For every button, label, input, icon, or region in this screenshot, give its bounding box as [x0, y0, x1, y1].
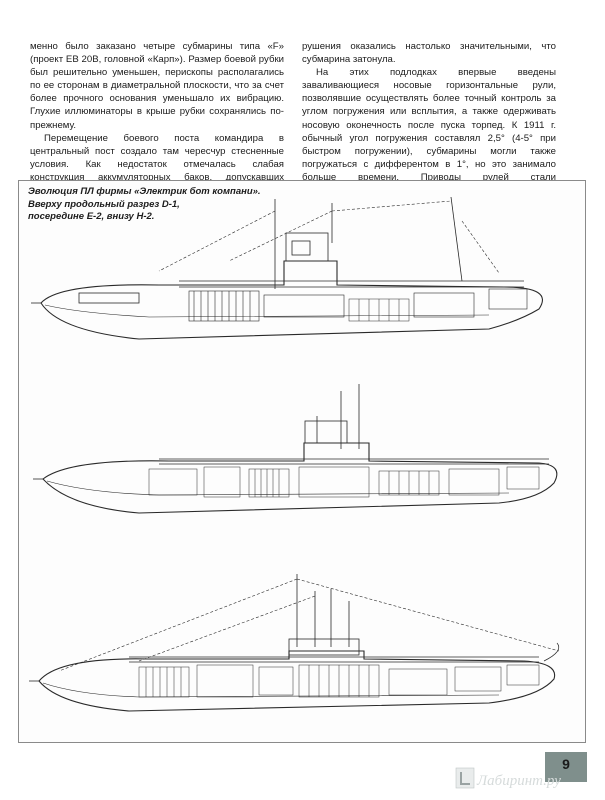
paragraph: менно было заказано четыре субмарины тип…	[30, 41, 284, 131]
battery-block	[348, 298, 410, 322]
figure-caption: Эволюция ПЛ фирмы «Электрик бот компани»…	[28, 186, 328, 224]
submarine-d1-section	[31, 196, 543, 340]
paragraph: рушения оказались настолько значительным…	[302, 41, 556, 66]
submarine-e2-section	[33, 384, 558, 514]
caption-line: Вверху продольный разрез D-1,	[28, 198, 180, 210]
submarine-figure: Эволюция ПЛ фирмы «Электрик бот компани»…	[18, 180, 586, 743]
caption-line: Эволюция ПЛ фирмы «Электрик бот компани»…	[28, 186, 261, 197]
page-number: 9	[562, 756, 570, 772]
labirint-l-logo	[455, 767, 475, 789]
page-number-box: 9	[545, 752, 587, 782]
labirint-watermark: Лабиринт.ру	[455, 767, 561, 789]
watermark-text: Лабиринт.ру	[476, 773, 561, 789]
submarine-h2-section	[29, 574, 560, 712]
submarine-drawings	[29, 196, 560, 712]
caption-line: посередине Е-2, внизу Н-2.	[28, 211, 155, 222]
engine-block	[188, 290, 260, 322]
